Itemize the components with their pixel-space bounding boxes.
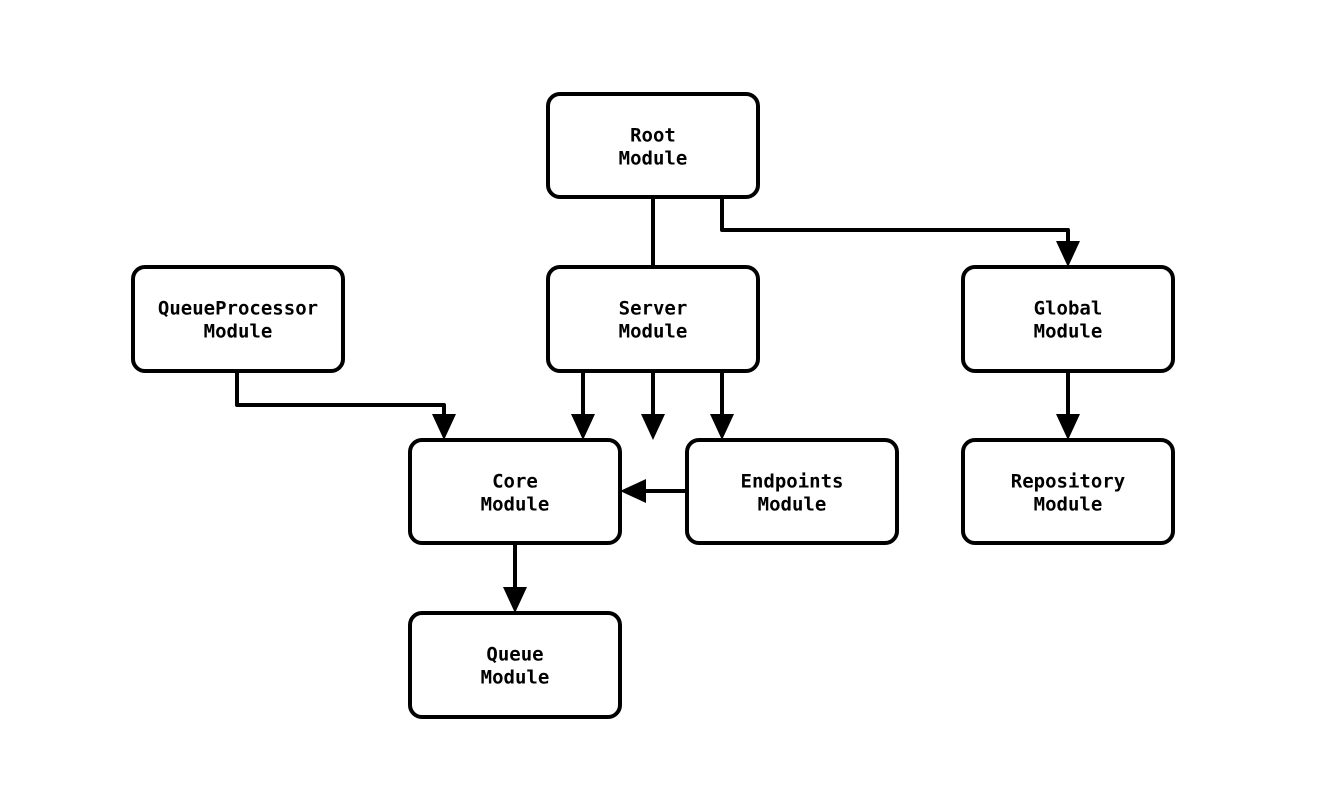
edge-server-to-endpoints bbox=[710, 371, 734, 440]
node-core[interactable]: Core Module bbox=[408, 438, 622, 545]
node-layer: Root Module QueueProcessor Module Server… bbox=[131, 92, 1175, 719]
node-endpoints-label-line1: Endpoints bbox=[741, 471, 844, 493]
edge-layer bbox=[235, 197, 1080, 613]
node-queue[interactable]: Queue Module bbox=[408, 611, 622, 719]
edge-core-to-queue bbox=[503, 543, 527, 613]
node-queueprocessor[interactable]: QueueProcessor Module bbox=[131, 265, 345, 373]
node-endpoints-box[interactable] bbox=[685, 438, 899, 545]
node-server-box[interactable] bbox=[546, 265, 760, 373]
edge-global-to-repository-arrowhead bbox=[1056, 414, 1080, 440]
node-root-label-line1: Root bbox=[630, 125, 676, 147]
edge-queueprocessor-to-core-line bbox=[235, 371, 446, 424]
node-server-label-line2: Module bbox=[619, 321, 688, 343]
edge-endpoints-to-core-arrowhead bbox=[620, 479, 646, 503]
node-queueprocessor-label-line1: QueueProcessor bbox=[158, 298, 318, 320]
node-endpoints[interactable]: Endpoints Module bbox=[685, 438, 899, 545]
edge-global-to-repository bbox=[1056, 371, 1080, 440]
edge-core-to-queue-arrowhead bbox=[503, 587, 527, 613]
edge-queueprocessor-to-core bbox=[235, 371, 456, 440]
edge-root-to-server-arrowhead bbox=[641, 414, 665, 440]
edge-server-to-core-arrowhead bbox=[571, 414, 595, 440]
edge-server-to-endpoints-arrowhead bbox=[710, 414, 734, 440]
node-repository-label-line1: Repository bbox=[1011, 471, 1125, 493]
node-server-label-line1: Server bbox=[619, 298, 688, 320]
edge-queueprocessor-to-core-arrowhead bbox=[432, 414, 456, 440]
edge-root-to-global bbox=[720, 197, 1080, 267]
node-core-box[interactable] bbox=[408, 438, 622, 545]
edge-root-to-global-arrowhead bbox=[1056, 241, 1080, 267]
node-queue-label-line2: Module bbox=[481, 667, 550, 689]
node-queueprocessor-label-line2: Module bbox=[204, 321, 273, 343]
node-server[interactable]: Server Module bbox=[546, 265, 760, 373]
node-global-label-line2: Module bbox=[1034, 321, 1103, 343]
node-root-box[interactable] bbox=[546, 92, 760, 199]
node-global-box[interactable] bbox=[961, 265, 1175, 373]
edge-server-to-core bbox=[571, 371, 595, 440]
edge-root-to-global-line bbox=[720, 197, 1070, 251]
node-repository-box[interactable] bbox=[961, 438, 1175, 545]
node-queue-label-line1: Queue bbox=[486, 644, 543, 666]
node-global-label-line1: Global bbox=[1034, 298, 1103, 320]
node-endpoints-label-line2: Module bbox=[758, 494, 827, 516]
node-repository[interactable]: Repository Module bbox=[961, 438, 1175, 545]
node-queueprocessor-box[interactable] bbox=[131, 265, 345, 373]
node-queue-box[interactable] bbox=[408, 611, 622, 719]
node-core-label-line1: Core bbox=[492, 471, 538, 493]
edge-endpoints-to-core bbox=[620, 479, 687, 503]
node-root-label-line2: Module bbox=[619, 148, 688, 170]
node-core-label-line2: Module bbox=[481, 494, 550, 516]
node-root[interactable]: Root Module bbox=[546, 92, 760, 199]
node-global[interactable]: Global Module bbox=[961, 265, 1175, 373]
node-repository-label-line2: Module bbox=[1034, 494, 1103, 516]
